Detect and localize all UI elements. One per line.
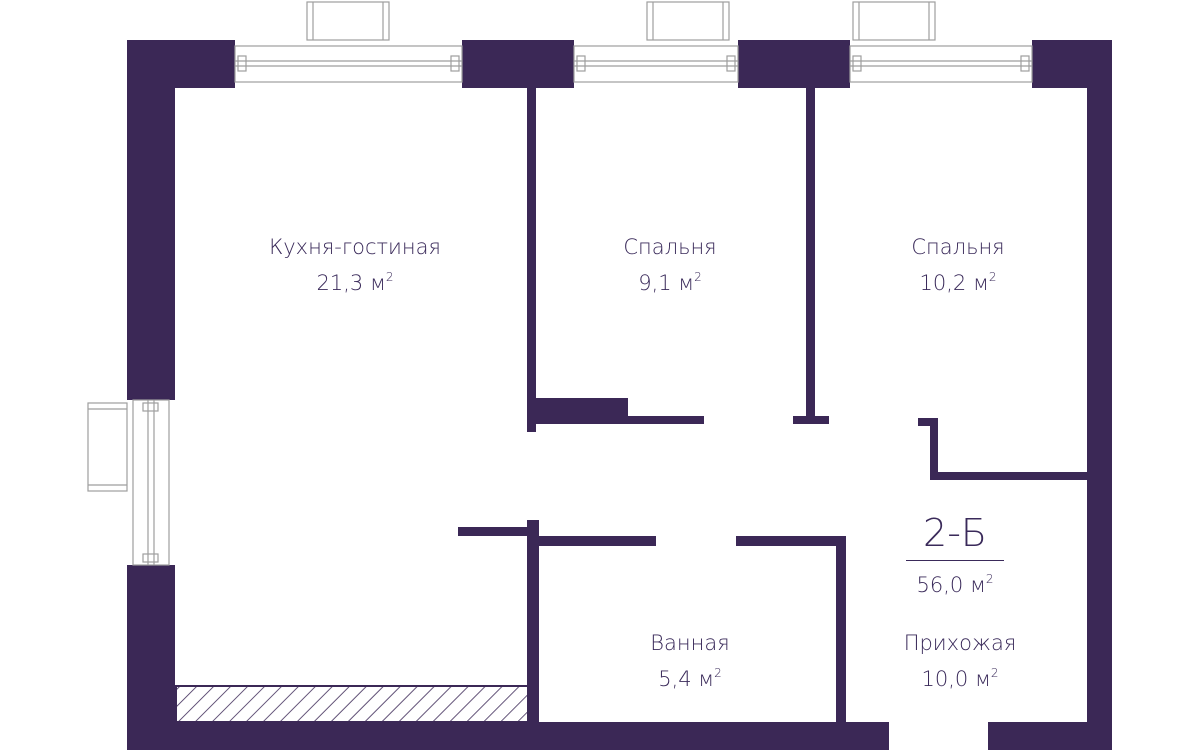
window-kitchen <box>234 45 463 83</box>
wall-top-mid-left <box>462 40 574 88</box>
sill-left <box>87 402 128 492</box>
room-area: 10,0 м2 <box>921 666 999 691</box>
room-name: Ванная <box>650 631 730 655</box>
wall-closet-top <box>918 418 938 426</box>
wall-bottom-right <box>988 722 1112 750</box>
apartment-code: 2-Б <box>923 511 987 555</box>
room-area: 5,4 м2 <box>658 666 722 691</box>
room-label-living: Кухня-гостиная 21,3 м2 <box>230 232 480 298</box>
wall-bedroom2-stub <box>793 416 829 424</box>
room-name: Кухня-гостиная <box>269 235 441 259</box>
room-area: 21,3 м2 <box>316 270 394 295</box>
interior-walls <box>458 88 1087 722</box>
windows <box>132 45 1033 566</box>
room-name: Спальня <box>623 235 717 259</box>
sill-bedroom-1 <box>646 1 730 41</box>
sill-bedroom-2 <box>852 1 936 41</box>
room-area: 10,2 м2 <box>919 270 997 295</box>
wall-kitchen-stub <box>458 527 536 536</box>
wall-bath-left <box>527 520 539 722</box>
room-area: 9,1 м2 <box>638 270 702 295</box>
wall-closet-bottom <box>930 472 1087 480</box>
outer-walls <box>127 40 1112 750</box>
sill-kitchen <box>306 1 390 41</box>
room-name: Прихожая <box>903 631 1017 655</box>
room-name: Спальня <box>911 235 1005 259</box>
wall-bedroom1-bedroom2 <box>806 88 815 422</box>
room-label-bedroom-1: Спальня 9,1 м2 <box>580 232 760 298</box>
apartment-total-area: 56,0 м2 <box>916 572 994 597</box>
apartment-divider <box>906 560 1004 561</box>
hatched-zone <box>175 685 529 723</box>
room-label-bedroom-2: Спальня 10,2 м2 <box>868 232 1048 298</box>
wall-left-lower <box>127 565 175 750</box>
wall-closet-side <box>930 418 938 478</box>
wall-bottom-left <box>127 722 889 750</box>
wall-bedroom1-base <box>536 416 704 424</box>
wall-top-mid-right <box>738 40 850 88</box>
wall-left-upper <box>127 40 175 400</box>
window-left <box>132 399 170 566</box>
wall-bath-right <box>836 536 846 722</box>
wall-bath-top-left <box>536 536 656 546</box>
apartment-badge: 2-Б 56,0 м2 <box>900 508 1010 599</box>
sills <box>87 1 936 492</box>
wall-bath-top-right <box>736 536 846 546</box>
wall-kitchen-bedroom1 <box>527 88 536 432</box>
room-label-bathroom: Ванная 5,4 м2 <box>600 628 780 694</box>
room-label-hallway: Прихожая 10,0 м2 <box>870 628 1050 694</box>
window-bedroom-1 <box>573 45 739 83</box>
wall-right <box>1087 40 1112 750</box>
window-bedroom-2 <box>849 45 1033 83</box>
